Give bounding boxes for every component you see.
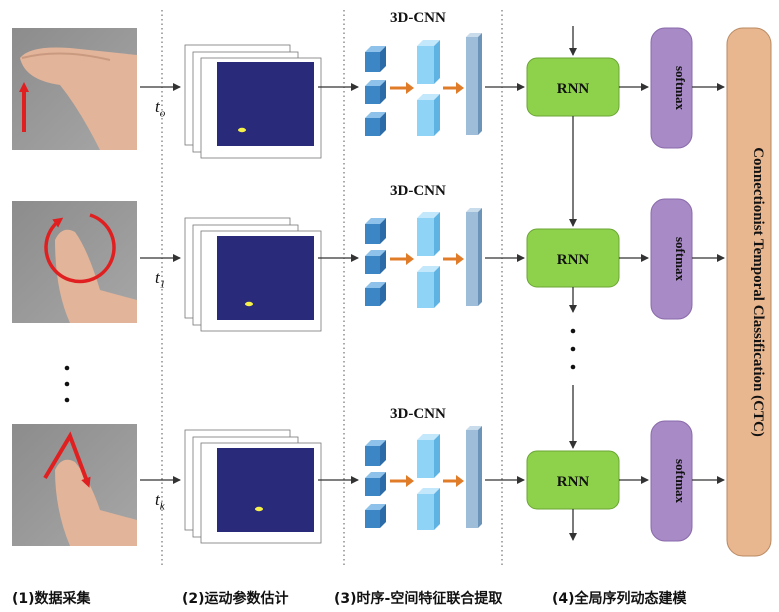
- ctc-label: Connectionist Temporal Classification (C…: [750, 147, 766, 437]
- rnn-label-3: RNN: [557, 474, 590, 490]
- softmax-label-2: softmax: [673, 237, 688, 282]
- heatmap-stack-2: [184, 217, 322, 332]
- rnn-label-2: RNN: [557, 252, 590, 268]
- ellipsis-dots-rnn: [570, 328, 576, 370]
- ctc-box: [726, 27, 772, 557]
- gesture-photo-2: [12, 201, 137, 323]
- cnn-block-3: [365, 426, 482, 530]
- gesture-photo-3: [12, 424, 137, 546]
- softmax-label-3: softmax: [673, 459, 688, 504]
- stage-caption-1: (1)数据采集: [12, 591, 91, 607]
- cnn-block-1: [365, 33, 482, 136]
- ellipsis-dots-left: [64, 365, 70, 403]
- row-2: [12, 116, 725, 332]
- cnn-block-2: [365, 208, 482, 308]
- check-gesture-arrow: [43, 431, 91, 488]
- stage-caption-3: (3)时序-空间特征联合提取: [334, 591, 503, 607]
- cnn-title-1: 3D-CNN: [390, 10, 446, 26]
- rnn-label-1: RNN: [557, 81, 590, 97]
- stage-caption-4: (4)全局序列动态建模: [552, 591, 687, 607]
- cnn-title-3: 3D-CNN: [390, 406, 446, 422]
- time-label-1: to: [155, 97, 166, 120]
- stage-caption-2: (2)运动参数估计: [182, 591, 289, 607]
- heatmap-stack-1: [184, 44, 322, 159]
- heatmap-stack-3: [184, 429, 322, 544]
- softmax-label-1: softmax: [673, 66, 688, 111]
- circle-gesture-arrow: [44, 213, 116, 284]
- time-label-2: t1: [155, 268, 166, 291]
- time-label-3: tk: [155, 490, 165, 513]
- row-3: [12, 385, 725, 546]
- gesture-photo-1: [12, 28, 137, 150]
- cnn-title-2: 3D-CNN: [390, 183, 446, 199]
- row-1: [12, 26, 725, 159]
